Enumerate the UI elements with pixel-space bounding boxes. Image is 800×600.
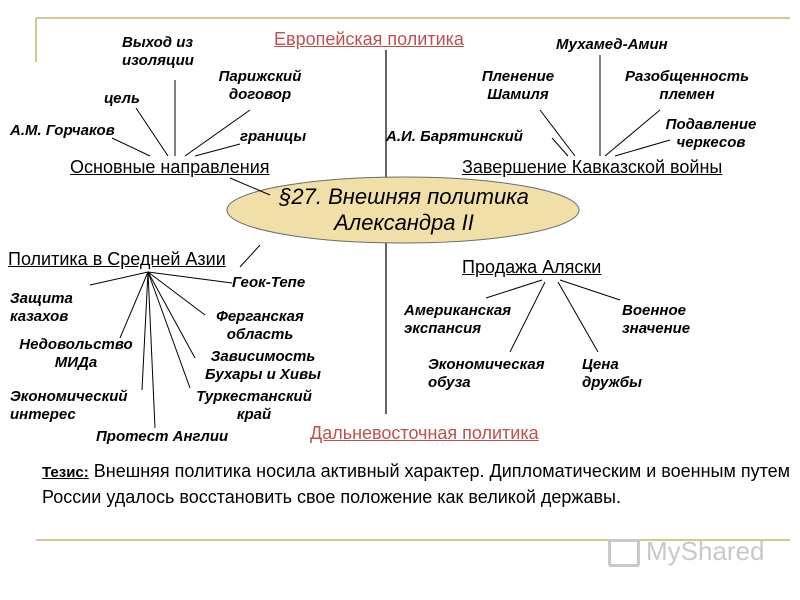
label-military: Военное значение: [622, 302, 691, 337]
label-burden: Экономическая обуза: [428, 356, 545, 391]
label-fergana: Ферганская область: [216, 308, 304, 343]
label-baryatinsky: А.И. Барятинский: [386, 128, 523, 145]
title-ellipse: [226, 176, 580, 244]
label-gorchakov: А.М. Горчаков: [10, 122, 115, 139]
thesis-text: Внешняя политика носила активный характе…: [42, 461, 791, 507]
label-turkestan: Туркестанский край: [196, 388, 312, 423]
label-exit-isolation: Выход из изоляции: [122, 34, 194, 69]
heading-alaska: Продажа Аляски: [462, 257, 602, 277]
label-circassians: Подавление черкесов: [665, 116, 757, 151]
label-price: Цена дружбы: [582, 356, 642, 391]
label-england: Протест Англии: [96, 428, 229, 445]
thesis-label: Тезис: [42, 464, 84, 481]
heading-caucasus: Завершение Кавказской войны: [462, 157, 723, 177]
thesis-block: Тезис: Внешняя политика носила активный …: [42, 461, 791, 507]
page-title: §27. Внешняя политика Александра II: [279, 184, 529, 235]
label-bukhara: Зависимость Бухары и Хивы: [205, 348, 321, 383]
label-goal: цель: [104, 90, 140, 107]
label-borders: границы: [240, 128, 307, 145]
label-geok-tepe: Геок-Тепе: [232, 274, 306, 291]
label-kazakhs: Защита казахов: [10, 290, 73, 325]
label-muhamed-amin: Мухамед-Амин: [556, 36, 668, 53]
watermark-logo: MyShared: [608, 536, 765, 568]
label-economic-interest: Экономический интерес: [10, 388, 128, 423]
label-mfa: Недовольство МИДа: [19, 336, 133, 371]
label-american: Американская экспансия: [404, 302, 512, 337]
heading-main-directions: Основные направления: [70, 157, 270, 177]
label-paris-treaty: Парижский договор: [218, 68, 302, 103]
far-east-policy-link[interactable]: Дальневосточная политика: [310, 423, 539, 443]
logo-icon: [608, 539, 640, 568]
label-disunity: Разобщенность племен: [624, 68, 750, 103]
label-shamil: Пленение Шамиля: [481, 68, 555, 103]
heading-central-asia: Политика в Средней Азии: [8, 249, 226, 269]
european-policy-link[interactable]: Европейская политика: [274, 29, 464, 49]
